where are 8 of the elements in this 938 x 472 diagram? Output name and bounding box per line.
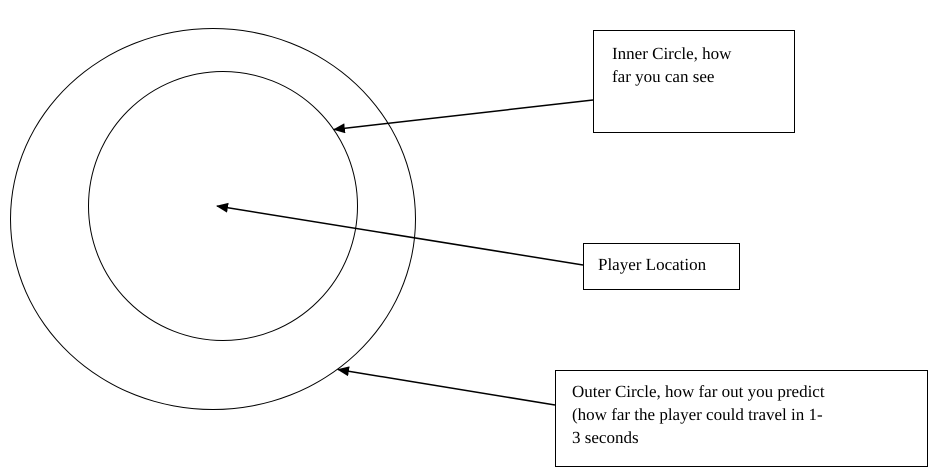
callout-box: Inner Circle, how far you can see: [593, 30, 795, 133]
leader-line: [332, 99, 594, 134]
range-circle: [88, 71, 358, 341]
callout-box: Outer Circle, how far out you predict (how far the player could travel in 1-3 seconds: [555, 370, 928, 467]
range-circle: [10, 28, 416, 410]
leader-line: [216, 202, 584, 266]
callout-box: Player Location: [583, 243, 740, 290]
leader-line: [337, 366, 556, 406]
